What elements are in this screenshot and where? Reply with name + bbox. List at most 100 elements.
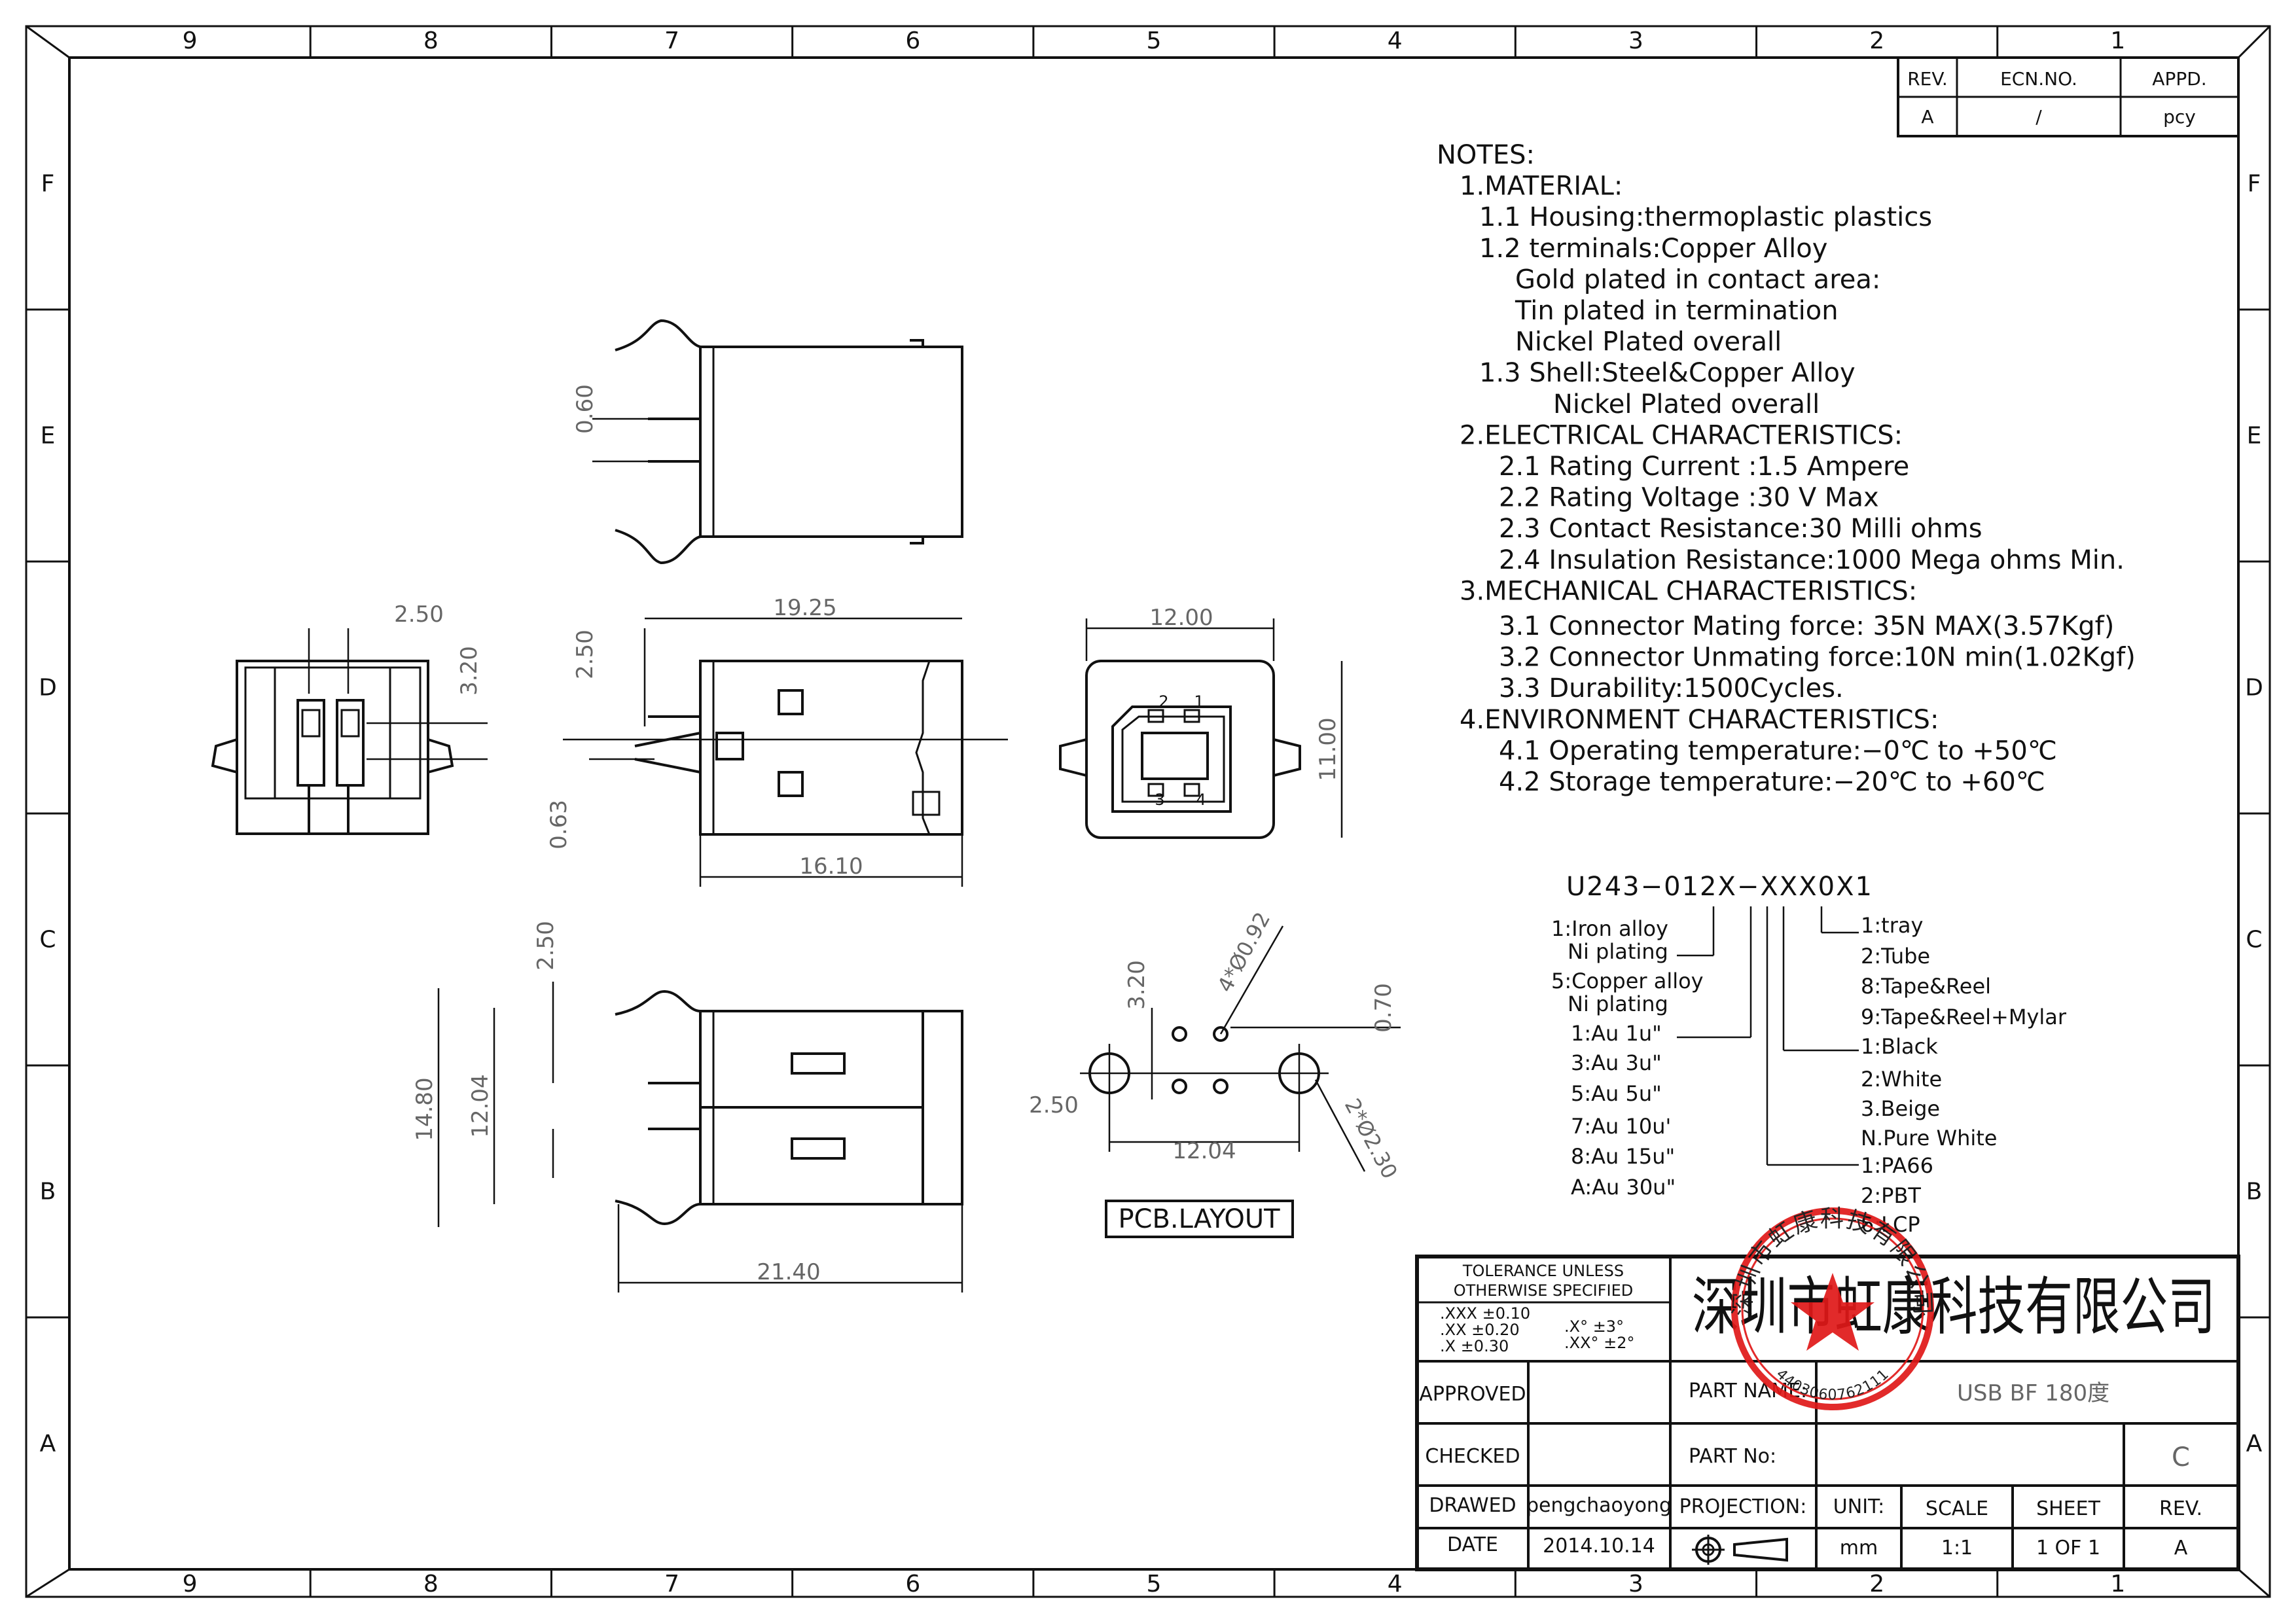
projection-symbol-icon bbox=[1692, 1535, 1788, 1565]
zone-column-label: 6 bbox=[905, 27, 920, 54]
dim-0-63: 0.63 bbox=[546, 800, 572, 849]
zone-row-label: E bbox=[2247, 423, 2262, 450]
part-code-left-option: 8:Au 15u" bbox=[1571, 1144, 1675, 1169]
zone-column-label: 2 bbox=[1869, 1571, 1884, 1597]
pcb-layout-label: PCB.LAYOUT bbox=[1118, 1204, 1280, 1234]
note-line: 2.4 Insulation Resistance:1000 Mega ohms… bbox=[1499, 545, 2125, 575]
zone-column-label: 1 bbox=[2110, 27, 2125, 54]
zone-column-label: 4 bbox=[1388, 27, 1403, 54]
zone-column-label: 8 bbox=[423, 1571, 439, 1597]
zone-column-label: 2 bbox=[1869, 27, 1884, 54]
part-no-label: PART No: bbox=[1689, 1445, 1776, 1468]
dim-14-80: 14.80 bbox=[412, 1077, 438, 1141]
unit-label: UNIT: bbox=[1833, 1495, 1884, 1518]
zone-column-label: 7 bbox=[664, 1571, 679, 1597]
part-code-left-option: 5:Au 5u" bbox=[1571, 1081, 1662, 1106]
pin-label-4: 4 bbox=[1196, 791, 1206, 809]
dim-2-50-pcb: 2.50 bbox=[1029, 1092, 1079, 1118]
rev-value-title: A bbox=[2174, 1537, 2188, 1560]
date-value: 2014.10.14 bbox=[1543, 1535, 1655, 1558]
note-line: 4.ENVIRONMENT CHARACTERISTICS: bbox=[1460, 705, 1939, 735]
zone-column-label: 8 bbox=[423, 27, 439, 54]
part-code-right-option: 8:Tape&Reel bbox=[1861, 974, 1991, 999]
zone-column-label: 5 bbox=[1147, 27, 1162, 54]
part-code-left-option: 5:Copper alloy bbox=[1551, 969, 1704, 993]
part-code-right-option: N.Pure White bbox=[1861, 1126, 1997, 1150]
part-code-right-option: 1:tray bbox=[1861, 913, 1923, 938]
zone-row-label: E bbox=[41, 423, 56, 450]
zone-row-label: F bbox=[2248, 171, 2261, 198]
part-no-value: C bbox=[2172, 1442, 2190, 1472]
note-line: 1.MATERIAL: bbox=[1460, 171, 1623, 202]
note-line: 3.MECHANICAL CHARACTERISTICS: bbox=[1460, 576, 1917, 606]
note-line: Gold plated in contact area: bbox=[1515, 264, 1880, 294]
dim-0-70: 0.70 bbox=[1371, 983, 1397, 1033]
part-name-value: USB BF 180度 bbox=[1957, 1380, 2109, 1406]
angle-tolerance-xx: .XX° ±2° bbox=[1564, 1334, 1635, 1352]
ecn-value: / bbox=[2036, 106, 2042, 128]
dim-2-50-front: 2.50 bbox=[394, 601, 444, 628]
drawed-value: pengchaoyong bbox=[1526, 1494, 1672, 1517]
notes-block: NOTES:1.MATERIAL:1.1 Housing:thermoplast… bbox=[1437, 140, 2136, 797]
date-label: DATE bbox=[1447, 1533, 1498, 1556]
note-line: 2.2 Rating Voltage :30 V Max bbox=[1499, 483, 1879, 513]
zone-column-label: 7 bbox=[664, 27, 679, 54]
note-line: 3.3 Durability:1500Cycles. bbox=[1499, 673, 1844, 704]
dim-3-20-front: 3.20 bbox=[456, 646, 482, 696]
top-view: 0.60 bbox=[572, 319, 963, 565]
zone-row-label: C bbox=[2246, 927, 2262, 954]
note-line: 3.1 Connector Mating force: 35N MAX(3.57… bbox=[1499, 611, 2114, 641]
dim-0-60: 0.60 bbox=[572, 384, 598, 434]
dim-19-25: 19.25 bbox=[773, 595, 836, 621]
scale-value: 1:1 bbox=[1941, 1537, 1973, 1560]
part-code-right-option: 3.Beige bbox=[1861, 1096, 1940, 1121]
rev-header: REV. bbox=[1907, 68, 1948, 90]
part-code-left-option: 7:Au 10u' bbox=[1571, 1114, 1671, 1139]
dim-16-10: 16.10 bbox=[799, 853, 863, 880]
zone-column-label: 5 bbox=[1147, 1571, 1162, 1597]
note-line: Nickel Plated overall bbox=[1515, 327, 1782, 357]
zone-row-label: A bbox=[2246, 1431, 2263, 1457]
zone-column-label: 9 bbox=[183, 1571, 198, 1597]
part-code-right-option: 1:PA66 bbox=[1861, 1153, 1933, 1178]
note-line: 2.1 Rating Current :1.5 Ampere bbox=[1499, 452, 1909, 482]
dim-12-04-bottom: 12.04 bbox=[467, 1074, 493, 1137]
title-block: TOLERANCE UNLESS OTHERWISE SPECIFIED .XX… bbox=[1415, 1255, 2240, 1571]
bottom-view: 2.50 14.80 12.04 21.40 bbox=[412, 921, 963, 1293]
dim-3-20-pcb: 3.20 bbox=[1124, 960, 1150, 1010]
part-code-right-option: 2:White bbox=[1861, 1067, 1942, 1092]
tolerance-xx: .XX ±0.20 bbox=[1440, 1321, 1520, 1339]
tolerance-title-2: OTHERWISE SPECIFIED bbox=[1454, 1281, 1634, 1300]
pin-label-1: 1 bbox=[1194, 692, 1204, 711]
zone-row-label: C bbox=[39, 927, 56, 954]
zone-row-label: B bbox=[2246, 1179, 2263, 1205]
dim-2-50-side: 2.50 bbox=[572, 630, 598, 679]
zone-column-label: 4 bbox=[1388, 1571, 1403, 1597]
note-line: 1.3 Shell:Steel&Copper Alloy bbox=[1479, 358, 1856, 388]
pin-label-2: 2 bbox=[1158, 692, 1168, 711]
note-line: NOTES: bbox=[1437, 140, 1535, 170]
part-code-right-options: 1:tray2:Tube8:Tape&Reel9:Tape&Reel+Mylar… bbox=[1861, 913, 2067, 1237]
part-code-string: U243−012X−XXX0X1 bbox=[1566, 872, 1873, 902]
rev-label: REV. bbox=[2159, 1497, 2202, 1520]
zone-column-label: 9 bbox=[183, 27, 198, 54]
note-line: 2.3 Contact Resistance:30 Milli ohms bbox=[1499, 514, 1982, 544]
front-view: 2.50 3.20 bbox=[211, 601, 488, 835]
note-line: 1.1 Housing:thermoplastic plastics bbox=[1479, 202, 1932, 232]
drawed-label: DRAWED bbox=[1429, 1494, 1516, 1517]
zone-column-label: 1 bbox=[2110, 1571, 2125, 1597]
pcb-layout: 3.20 4*Ø0.92 0.70 2.50 12.04 2*Ø2.30 PCB… bbox=[1029, 908, 1403, 1238]
dim-4-phi-0-92: 4*Ø0.92 bbox=[1212, 908, 1275, 996]
note-line: Nickel Plated overall bbox=[1553, 389, 1820, 419]
part-code-left-option: 3:Au 3u" bbox=[1571, 1050, 1662, 1075]
appd-header: APPD. bbox=[2152, 68, 2206, 90]
tolerance-xxx: .XXX ±0.10 bbox=[1440, 1304, 1530, 1323]
checked-label: CHECKED bbox=[1425, 1445, 1520, 1468]
part-code-left-option: A:Au 30u" bbox=[1571, 1175, 1676, 1200]
part-code-right-option: 9:Tape&Reel+Mylar bbox=[1861, 1005, 2067, 1029]
note-line: 4.2 Storage temperature:−20℃ to +60℃ bbox=[1499, 767, 2045, 797]
note-line: 2.ELECTRICAL CHARACTERISTICS: bbox=[1460, 420, 1903, 450]
